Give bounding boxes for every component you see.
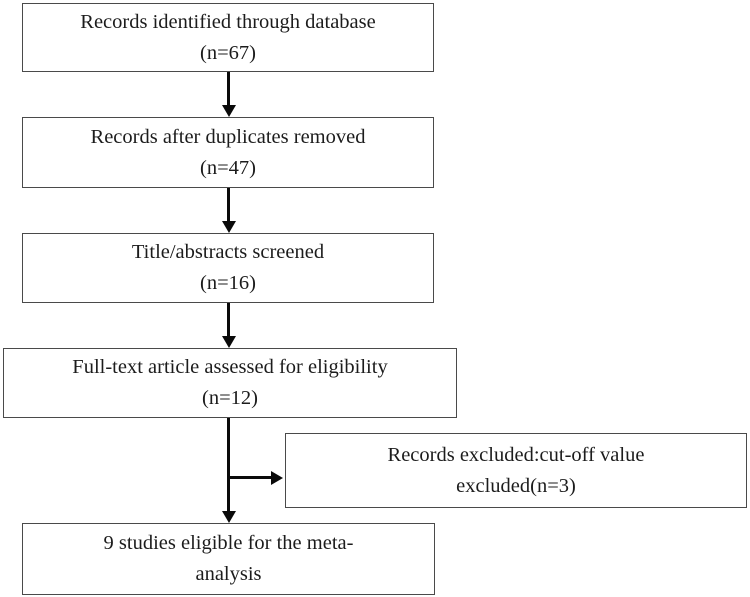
node-records-excluded-line2: excluded(n=3) bbox=[456, 474, 576, 497]
arrow-fulltext-to-excluded-head-icon bbox=[271, 470, 283, 485]
node-fulltext-assessed-line1: Full-text article assessed for eligibili… bbox=[72, 356, 388, 378]
arrow-fulltext-to-included-head-icon bbox=[221, 511, 236, 523]
node-records-excluded: Records excluded:cut-off value excluded(… bbox=[285, 433, 747, 508]
node-fulltext-assessed-count: (n=12) bbox=[202, 387, 258, 409]
arrow-fulltext-to-excluded-line bbox=[228, 476, 272, 479]
arrow-identified-to-duplicates-head-icon bbox=[221, 105, 236, 117]
node-records-excluded-line1: Records excluded:cut-off value bbox=[387, 443, 645, 466]
arrow-fulltext-to-included-line bbox=[227, 418, 230, 512]
node-records-identified-line1: Records identified through database bbox=[80, 10, 376, 33]
arrow-screened-to-fulltext-head-icon bbox=[221, 336, 236, 348]
node-titles-screened-line1: Title/abstracts screened bbox=[131, 241, 325, 263]
arrow-duplicates-to-screened-line bbox=[227, 188, 230, 222]
node-duplicates-removed: Records after duplicates removed (n=47) bbox=[22, 117, 434, 188]
arrow-screened-to-fulltext-line bbox=[227, 303, 230, 337]
node-studies-included: 9 studies eligible for the meta- analysi… bbox=[22, 523, 435, 595]
node-titles-screened: Title/abstracts screened (n=16) bbox=[22, 233, 434, 303]
node-records-identified: Records identified through database (n=6… bbox=[22, 3, 434, 72]
node-titles-screened-count: (n=16) bbox=[200, 272, 256, 294]
arrow-duplicates-to-screened-head-icon bbox=[221, 221, 236, 233]
node-studies-included-line2: analysis bbox=[195, 563, 262, 585]
node-studies-included-line1: 9 studies eligible for the meta- bbox=[103, 532, 354, 554]
node-fulltext-assessed: Full-text article assessed for eligibili… bbox=[3, 348, 457, 418]
arrow-identified-to-duplicates-line bbox=[227, 72, 230, 106]
node-duplicates-removed-count: (n=47) bbox=[200, 156, 256, 179]
node-records-identified-count: (n=67) bbox=[200, 41, 256, 64]
node-duplicates-removed-line1: Records after duplicates removed bbox=[90, 125, 366, 148]
